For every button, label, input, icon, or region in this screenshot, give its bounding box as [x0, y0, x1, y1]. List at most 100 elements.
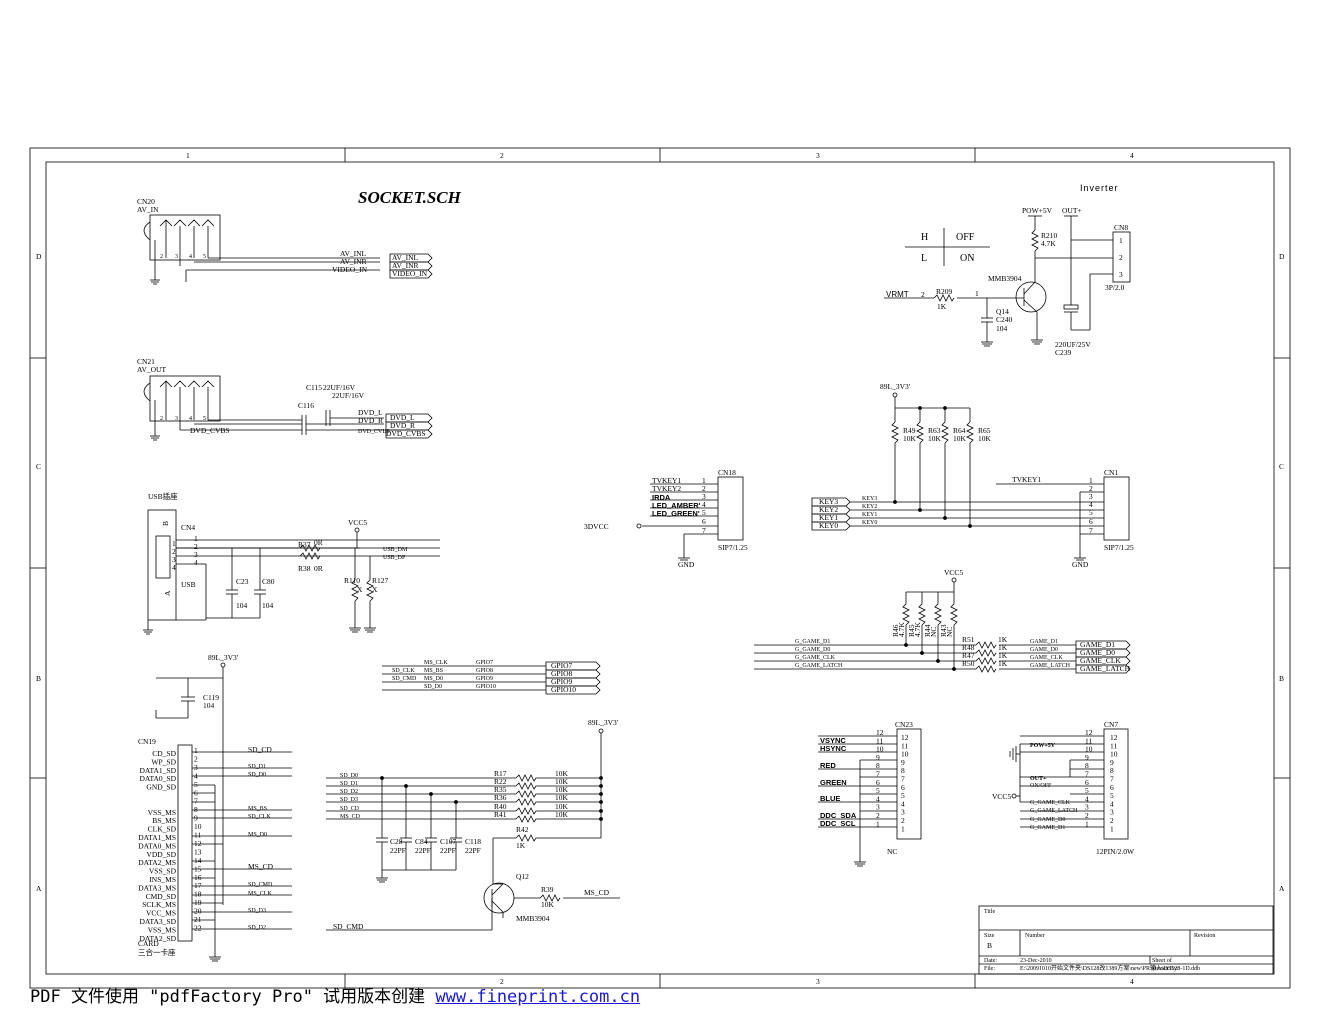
cn4-wire1: 1 — [194, 534, 198, 543]
net-sd-d0-gpio: SD_D0 — [424, 684, 442, 690]
cn19-pin-name-4: GND_SD — [146, 783, 176, 792]
cn7-pin-l-12: 12 — [1085, 728, 1093, 737]
cn19-pin-name-1: WP_SD — [151, 757, 176, 766]
row-label-d: D — [36, 252, 42, 261]
r48-value: 1K — [998, 643, 1008, 652]
r210-value: 4.7K — [1041, 239, 1056, 248]
r37-value: 0R — [314, 538, 323, 547]
net-ms-clk-gpio: MS_CLK — [424, 660, 448, 666]
col-label-4: 4 — [1130, 151, 1134, 160]
cn19-pin-num-2: 2 — [194, 754, 198, 763]
card-block: 89L_3V3' C119 104 CN19 CARD 三合 — [138, 653, 292, 962]
cn7-pin-l-10: 10 — [1085, 745, 1093, 754]
cn1-pin2: 2 — [1089, 484, 1093, 493]
net-ms-bs-gpio: MS_BS — [424, 668, 443, 674]
cn18-pin4: 4 — [702, 500, 706, 509]
pullup-res-name-5: R41 — [494, 810, 507, 819]
banner-text: PDF 文件使用 "pdfFactory Pro" 试用版本创建 — [30, 987, 436, 1007]
cn23-pin-r-7: 7 — [901, 775, 905, 784]
cn19-pin-name-10: DATA1_MS — [138, 833, 176, 842]
cn23-pin-r-9: 9 — [901, 758, 905, 767]
cn7-pin-l-2: 2 — [1085, 811, 1089, 820]
card-vcc: 89L_3V3' — [208, 653, 239, 662]
cn7-type: 12PIN/2.0W — [1096, 847, 1135, 856]
pullup-block: 89L_3V3' — [326, 718, 620, 931]
q12-name: Q12 — [516, 872, 529, 881]
net-onoff-cn7: ON/OFF — [1030, 783, 1052, 789]
col-label-1: 1 — [186, 151, 190, 160]
cn23-block: CN23 VSYNCHSYNCREDGREENBLUEDDC_SDADDC_SC… — [818, 720, 922, 867]
tb-date-value: 23-Dec-2010 — [1020, 958, 1052, 964]
pullup-vcc: 89L_3V3' — [588, 718, 619, 727]
port-video-in: VIDEO_IN — [392, 269, 428, 278]
net-sd-cmd-bottom: SD_CMD — [333, 922, 364, 931]
cn8-type: 3P/2.0 — [1105, 283, 1125, 292]
cn19-pin-num-12: 12 — [194, 839, 202, 848]
usb-block: USB插座 CN4 — [143, 491, 440, 635]
fineprint-link[interactable]: www.fineprint.com.cn — [435, 987, 641, 1007]
c84-value: 22PF — [415, 846, 431, 855]
r209-value: 1K — [937, 302, 947, 311]
cn19-pin-num-16: 16 — [194, 873, 202, 882]
port-dvd-r: DVD_R — [390, 421, 415, 430]
game-block: VCC5 R46 R45 — [754, 568, 1131, 674]
pullup-net-1: SD_D1 — [340, 781, 358, 787]
cn7-vcc5: VCC5 — [992, 792, 1011, 801]
r127-name: R127 — [372, 576, 389, 585]
net-gpio7: GPIO7 — [476, 660, 493, 666]
r49-name: R49 — [903, 426, 916, 435]
pullup-res-name-0: R17 — [494, 769, 507, 778]
net-tvkey1: TVKEY1 — [652, 476, 681, 485]
pullup-res-value-3: 10K — [555, 793, 569, 802]
c115-value: 22UF/16V — [323, 383, 356, 392]
usb-title: USB插座 — [148, 491, 178, 501]
cn8-pin1: 1 — [1119, 236, 1123, 245]
port-av-inr: AV_INR — [392, 261, 419, 270]
tb-drawn-label: Drawn By: — [1152, 966, 1179, 972]
cn19-pin-name-20: DATA3_SD — [140, 917, 177, 926]
cn19-pin-name-14: VSS_SD — [149, 867, 177, 876]
cn7-pin-r-10: 10 — [1110, 750, 1118, 759]
truth-l: L — [921, 253, 927, 264]
cn19-pin-num-3: 3 — [194, 763, 198, 772]
net-out-cn7: OUT+ — [1030, 776, 1047, 782]
cn8-pin3: 3 — [1119, 270, 1123, 279]
cn7-pin-r-5: 5 — [1110, 791, 1114, 800]
cn19-pin-name-2: DATA1_SD — [140, 766, 177, 775]
r65-name: R65 — [978, 426, 991, 435]
cn21-pin4: 4 — [189, 416, 192, 422]
cn21-pin3: 3 — [175, 416, 178, 422]
cn19-pin-num-9: 9 — [194, 814, 198, 823]
cn7-pin-r-4: 4 — [1110, 799, 1114, 808]
cn21-block: CN21 AV_OUT 2 3 4 5 C115 22UF/16V — [137, 357, 433, 441]
cn21-label: AV_OUT — [137, 365, 166, 374]
cn4-pin2: 2 — [172, 547, 176, 556]
net-sd-clk: SD_CLK — [248, 814, 271, 820]
cn4-pin4: 4 — [172, 563, 176, 572]
net-av-inr: AV_INR — [340, 257, 367, 266]
cn23-pin-r-1: 1 — [901, 824, 905, 833]
cn4-pin3: 3 — [172, 555, 176, 564]
tb-size-value: B — [987, 941, 992, 950]
r42-value: 1K — [516, 841, 526, 850]
net-sd-d3: SD_D3 — [248, 908, 266, 914]
cn21-pin2: 2 — [160, 416, 163, 422]
cn7-name: CN7 — [1104, 720, 1118, 729]
cn7-pin-r-12: 12 — [1110, 733, 1118, 742]
tb-date-label: Date: — [984, 958, 997, 964]
c118-name: C118 — [465, 837, 481, 846]
cn19-pin-name-12: VDD_SD — [146, 850, 176, 859]
cn18-type: SIP7/1.25 — [718, 543, 748, 552]
cn23-nc: NC — [887, 847, 897, 856]
c23-name: C23 — [236, 577, 249, 586]
net-g-game-d1: G_GAME_D1 — [795, 639, 830, 645]
usb-vcc5: VCC5 — [348, 518, 367, 527]
net-ms-cd: MS_CD — [248, 862, 274, 871]
r37-name: R37 — [298, 540, 311, 549]
port-key3: KEY3 — [819, 497, 838, 506]
r47-name: R47 — [962, 651, 975, 660]
cn19-pin-name-22: DATA2_SD — [140, 934, 177, 943]
row-label-a-right: A — [1279, 884, 1285, 893]
net-key2: KEY2 — [862, 504, 877, 510]
